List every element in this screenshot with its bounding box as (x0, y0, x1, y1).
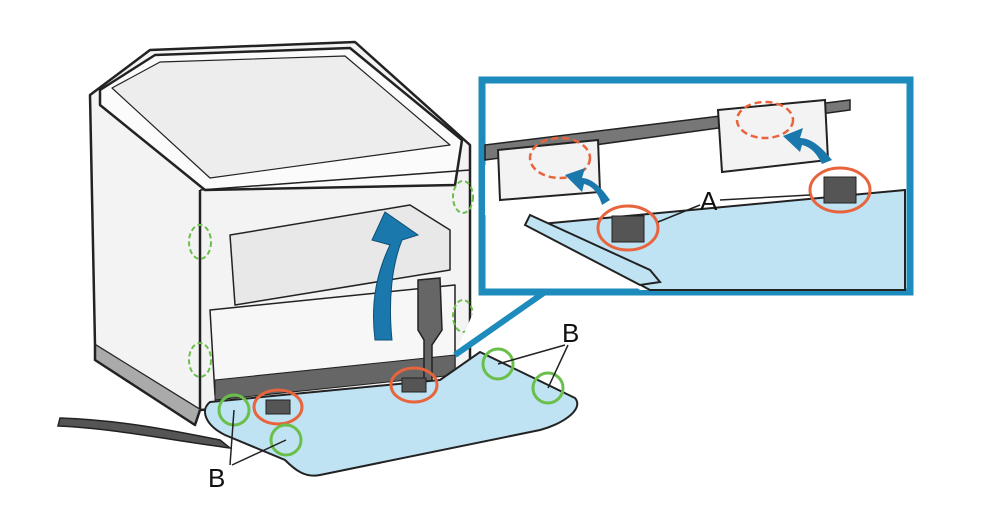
latch-markers (252, 366, 439, 426)
power-cable (57, 417, 233, 450)
insert-arrow-left (565, 168, 610, 205)
label-b-right: B (562, 318, 579, 348)
inset-view: A (478, 76, 914, 296)
front-cover (204, 350, 579, 477)
label-a: A (700, 186, 718, 216)
cover-tab-markers (217, 347, 565, 457)
label-b-left: B (208, 463, 225, 493)
lift-arrow (371, 211, 420, 341)
insert-arrow-right (783, 128, 832, 164)
